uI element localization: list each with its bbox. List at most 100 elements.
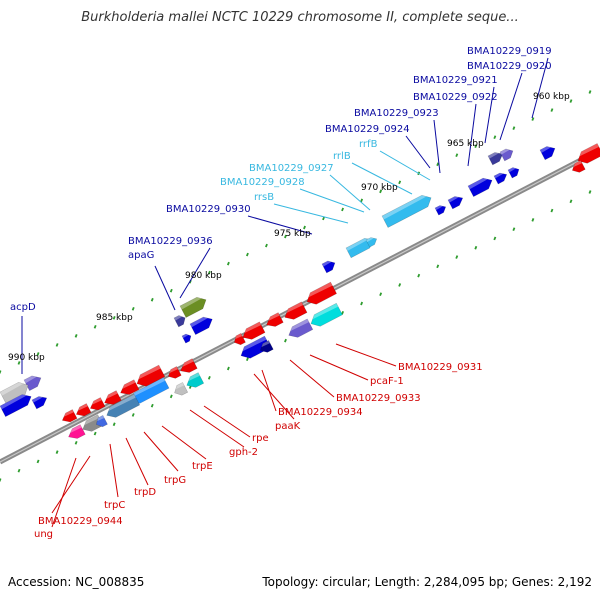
gene-label[interactable]: BMA10229_0921 (413, 75, 498, 86)
gene-arrow-body (306, 281, 337, 305)
inner-track-tick (531, 218, 535, 222)
gene-arrow-shine (132, 377, 166, 398)
gene-arrow[interactable] (499, 146, 515, 162)
gene-arrow[interactable] (184, 372, 205, 391)
gene-label[interactable]: rrsB (254, 192, 274, 203)
gene-label[interactable]: trpG (164, 475, 186, 486)
inner-track-tick (169, 394, 173, 399)
gene-label[interactable]: trpE (192, 461, 213, 472)
gene-arrow[interactable] (178, 358, 198, 376)
gene-arrow-body (167, 366, 182, 379)
gene-arrow[interactable] (575, 143, 600, 166)
gene-arrow[interactable] (447, 194, 465, 210)
gene-arrow[interactable] (118, 379, 140, 398)
gene-arrow[interactable] (304, 281, 337, 307)
gene-label[interactable]: BMA10229_0919 (467, 46, 552, 57)
gene-label[interactable]: BMA10229_0924 (325, 124, 410, 135)
leader-line (433, 119, 441, 174)
gene-label[interactable]: pcaF-1 (370, 376, 404, 387)
gene-label[interactable]: rrlB (333, 151, 351, 162)
gene-label[interactable]: BMA10229_0922 (413, 92, 498, 103)
outer-track-tick (93, 325, 97, 329)
gene-label[interactable]: paaK (275, 421, 301, 432)
gene-arrow[interactable] (240, 321, 266, 343)
gene-label[interactable]: trpC (104, 500, 125, 511)
gene-arrow[interactable] (539, 144, 557, 161)
gene-arrow-body (240, 335, 271, 359)
gene-arrow[interactable] (493, 170, 509, 185)
gene-label[interactable]: BMA10229_0927 (249, 163, 334, 174)
inner-track-tick (36, 459, 40, 464)
gene-label[interactable]: BMA10229_0936 (128, 236, 213, 247)
gene-arrow-shine (84, 414, 100, 426)
leader-line (335, 343, 397, 367)
gene-arrow[interactable] (286, 318, 314, 341)
topology-summary: Topology: circular; Length: 2,284,095 bp… (262, 575, 592, 589)
gene-arrow[interactable] (434, 203, 448, 216)
gene-label[interactable]: BMA10229_0920 (467, 61, 552, 72)
gene-arrow[interactable] (282, 301, 308, 323)
gene-arrow[interactable] (264, 312, 284, 330)
gene-arrow-body (447, 196, 464, 210)
gene-arrow[interactable] (74, 403, 92, 419)
gene-label[interactable]: acpD (10, 302, 36, 313)
gene-label[interactable]: BMA10229_0931 (398, 362, 483, 373)
gene-arrow[interactable] (365, 235, 379, 248)
inner-track-tick (474, 245, 478, 250)
leader-line (299, 188, 365, 213)
gene-arrow[interactable] (102, 390, 122, 408)
gene-arrow[interactable] (181, 332, 193, 344)
gene-arrow-shine (174, 315, 183, 321)
gene-arrow[interactable] (94, 415, 108, 428)
gene-label[interactable]: rrfB (359, 139, 378, 150)
gene-arrow[interactable] (308, 302, 343, 329)
gene-label[interactable]: BMA10229_0934 (278, 407, 363, 418)
leader-line (51, 455, 91, 514)
gene-arrow[interactable] (104, 393, 141, 420)
gene-label[interactable]: BMA10229_0944 (38, 516, 123, 527)
gene-arrow[interactable] (258, 340, 274, 354)
gene-arrow[interactable] (173, 313, 187, 328)
gene-arrow[interactable] (88, 397, 106, 413)
outer-track-tick (493, 135, 497, 139)
gene-arrow[interactable] (166, 366, 182, 380)
gene-arrow[interactable] (321, 258, 337, 274)
gene-arrow[interactable] (467, 175, 495, 197)
gene-arrow[interactable] (487, 150, 505, 166)
gene-label[interactable]: BMA10229_0928 (220, 177, 305, 188)
gene-label[interactable]: apaG (128, 250, 154, 261)
gene-arrow-body (0, 394, 32, 417)
gene-arrow[interactable] (570, 160, 586, 174)
outer-track-tick (74, 334, 78, 338)
gene-label[interactable]: gph-2 (229, 447, 258, 458)
gene-arrow[interactable] (134, 364, 166, 389)
outer-track-tick (569, 99, 573, 103)
gene-arrow[interactable] (238, 335, 271, 361)
gene-arrow-shine (235, 333, 243, 340)
gene-label[interactable]: ung (34, 529, 53, 540)
gene-arrow[interactable] (0, 391, 34, 417)
gene-arrow[interactable] (232, 333, 246, 346)
gene-label[interactable]: BMA10229_0923 (354, 108, 439, 119)
gene-arrow[interactable] (60, 409, 78, 425)
gene-arrow[interactable] (31, 394, 49, 410)
gene-arrow-body (31, 396, 48, 410)
gene-label[interactable]: BMA10229_0930 (166, 204, 251, 215)
gene-arrow-shine (268, 312, 280, 321)
gene-arrow[interactable] (381, 192, 434, 228)
gene-label[interactable]: BMA10229_0933 (336, 393, 421, 404)
gene-arrow-shine (540, 146, 551, 153)
gene-arrow-body (68, 424, 86, 439)
gene-arrow-body (577, 143, 600, 164)
gene-arrow[interactable] (23, 373, 44, 391)
gene-arrow[interactable] (179, 294, 209, 318)
gene-label[interactable]: rpe (252, 433, 269, 444)
gene-arrow[interactable] (0, 379, 31, 405)
outer-track-tick (512, 126, 516, 130)
outer-track-tick (169, 288, 173, 293)
gene-arrow[interactable] (189, 314, 215, 335)
gene-label[interactable]: trpD (134, 487, 156, 498)
gene-arrow[interactable] (507, 165, 521, 179)
gene-arrow[interactable] (172, 382, 189, 397)
gene-arrow[interactable] (66, 424, 86, 442)
